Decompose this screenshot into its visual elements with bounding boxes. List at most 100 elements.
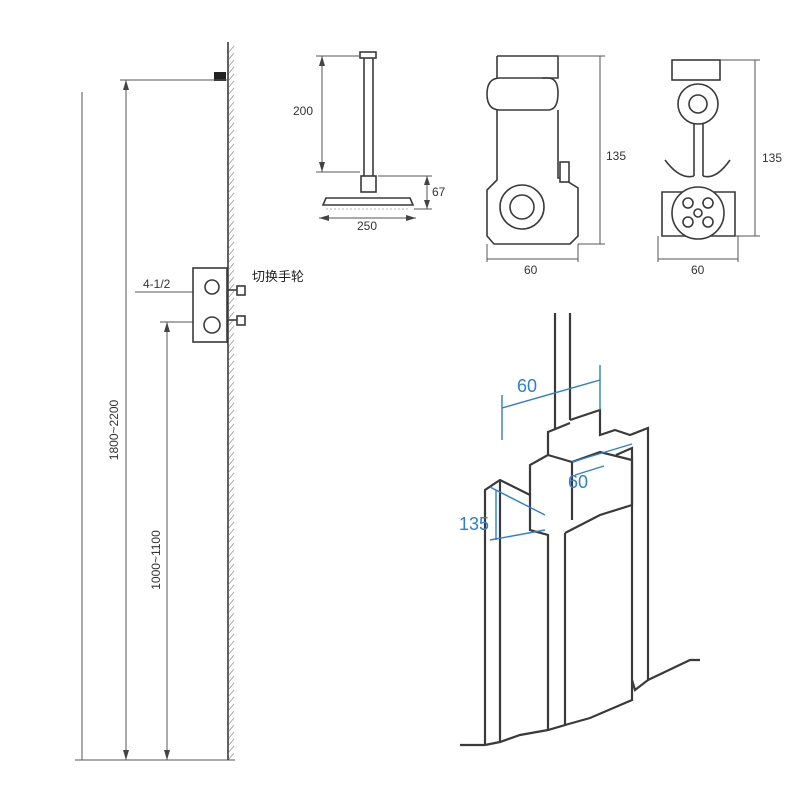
- wall-hatch-line: [228, 577, 235, 585]
- wall-hatch-line: [228, 647, 235, 655]
- wall-hatch-line: [228, 178, 235, 186]
- dim-width-inner-line: [574, 465, 605, 476]
- wall-hatch-line: [228, 738, 235, 746]
- wall-hatch-line: [228, 409, 235, 417]
- swivel-joint: [360, 175, 377, 193]
- wall-hatch-line: [228, 199, 235, 207]
- arrow-valve-top: [164, 322, 170, 332]
- wall-hatch-line: [228, 493, 235, 501]
- wall-hatch-line: [228, 528, 235, 536]
- showerhead-view: 200 67 250: [293, 51, 446, 233]
- wall-hatch-line: [228, 689, 235, 697]
- wall-hatch-line: [228, 563, 235, 571]
- wall-hatch-line: [228, 598, 235, 606]
- valve-knob-lower: [203, 316, 221, 334]
- wall-hatch-line: [228, 227, 235, 235]
- wall-hatch-line: [228, 108, 235, 116]
- wall-hatch: [228, 45, 235, 760]
- wall-hatch-line: [228, 150, 235, 158]
- wall-hatch-line: [228, 724, 235, 732]
- wall-hatch-line: [228, 94, 235, 102]
- wall-hatch-line: [228, 514, 235, 522]
- wall-hatch-line: [228, 360, 235, 368]
- wall-hatch-line: [228, 52, 235, 60]
- wall-hatch-line: [228, 675, 235, 683]
- recess-bottom: [484, 533, 567, 747]
- recess-left-top: [483, 421, 571, 745]
- front-yoke: [664, 159, 731, 178]
- front-port: [682, 216, 694, 228]
- dim-width-top-line: [501, 379, 601, 409]
- valve-side-view: 135 60: [486, 55, 626, 277]
- wall-hatch-line: [228, 430, 235, 438]
- side-width-label: 60: [524, 263, 538, 277]
- wall-hatch-line: [228, 696, 235, 704]
- inner-step: [571, 450, 634, 505]
- wall-hatch-line: [228, 346, 235, 354]
- wall-hatch-line: [228, 206, 235, 214]
- wall-hatch-line: [228, 549, 235, 557]
- wall-hatch-line: [228, 101, 235, 109]
- wall-hatch-line: [228, 535, 235, 543]
- front-port: [702, 197, 714, 209]
- wall-hatch-line: [228, 703, 235, 711]
- wall-hatch-line: [228, 556, 235, 564]
- wall-hatch-line: [228, 570, 235, 578]
- wall-hatch-line: [228, 304, 235, 312]
- wall-hatch-line: [228, 213, 235, 221]
- dim-depth-ext-bottom: [489, 529, 546, 541]
- arm-flange: [359, 51, 377, 59]
- dim-width-inner-ext: [571, 443, 633, 463]
- side-lower-ring: [499, 184, 545, 230]
- wall-hatch-line: [228, 220, 235, 228]
- wall-hatch-line: [228, 59, 235, 67]
- wall-hatch-line: [228, 248, 235, 256]
- wall-hatch-line: [228, 164, 235, 172]
- depth-label: 135: [459, 514, 489, 534]
- recess-bottom-right: [564, 690, 634, 727]
- recess-back: [569, 408, 650, 692]
- wall-hatch-line: [228, 402, 235, 410]
- dim-depth-ext-top: [489, 486, 546, 516]
- total-height-label: 1800~2200: [107, 399, 121, 460]
- wall-hatch-line: [228, 612, 235, 620]
- arrow-bottom: [123, 750, 129, 760]
- wall-hatch-line: [228, 80, 235, 88]
- front-height-label: 135: [762, 151, 782, 165]
- arrow: [406, 215, 416, 221]
- wall-hatch-line: [228, 262, 235, 270]
- front-width-label: 60: [691, 263, 705, 277]
- wall-hatch-line: [228, 45, 235, 53]
- wall-hatch-line: [228, 185, 235, 193]
- ceiling-mount: [214, 72, 226, 81]
- wall-hatch-line: [228, 388, 235, 396]
- wall-hatch-line: [228, 136, 235, 144]
- elevation-view: 1800~2200 1000~1100 4-1/2 切换手轮: [75, 42, 304, 761]
- wall-hatch-line: [228, 416, 235, 424]
- head-diameter-label: 250: [357, 219, 377, 233]
- wall-hatch-line: [228, 444, 235, 452]
- wall-hatch-line: [228, 451, 235, 459]
- arrow: [424, 176, 430, 185]
- wall-hatch-line: [228, 381, 235, 389]
- wall-hatch-line: [228, 269, 235, 277]
- arrow: [319, 215, 329, 221]
- wall-hatch-line: [228, 311, 235, 319]
- width-top-label: 60: [517, 376, 537, 396]
- wall-hatch-line: [228, 710, 235, 718]
- side-top-knob: [486, 77, 559, 111]
- recess-inner-ledge: [564, 503, 633, 534]
- switch-handle-label: 切换手轮: [252, 270, 304, 285]
- valve-knob-upper: [204, 279, 220, 295]
- valve-stub-upper: [236, 285, 246, 296]
- wall-hatch-line: [228, 171, 235, 179]
- wall-hatch-line: [228, 731, 235, 739]
- wall-hatch-line: [228, 479, 235, 487]
- front-upper-core: [688, 94, 708, 114]
- wall-hatch-line: [228, 661, 235, 669]
- side-lower-core: [509, 194, 535, 220]
- front-port-center: [693, 208, 703, 218]
- install-iso-view: 60 60 135: [459, 313, 700, 747]
